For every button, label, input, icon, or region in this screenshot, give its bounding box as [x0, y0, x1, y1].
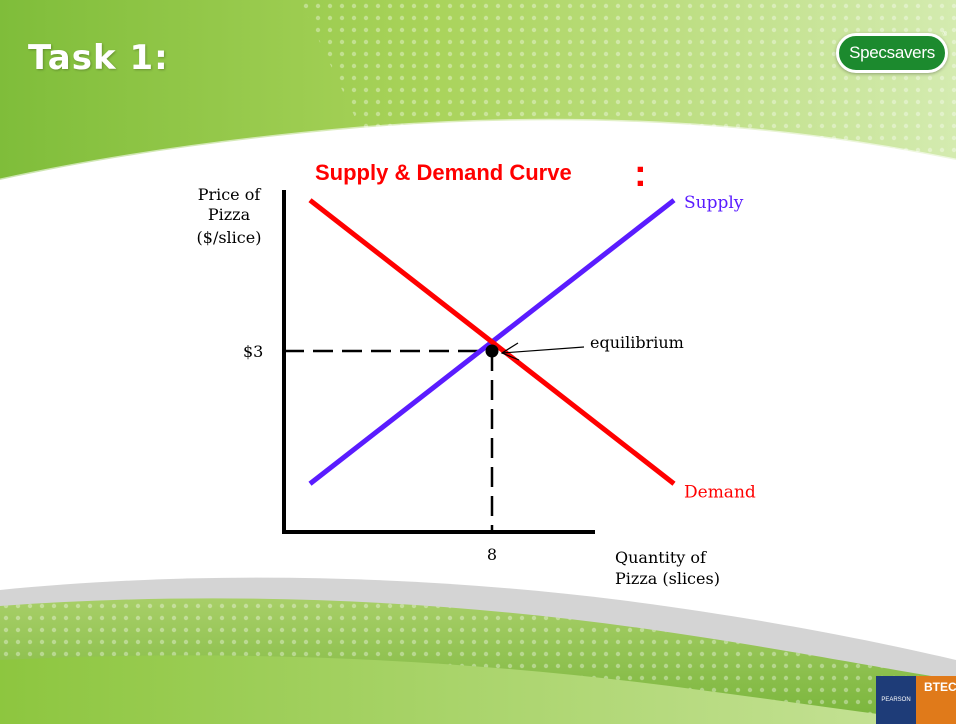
pearson-box: PEARSON — [876, 676, 916, 724]
equilibrium-label: equilibrium — [590, 333, 684, 352]
y-axis-label-line-2: Pizza — [208, 205, 251, 224]
pearson-btec-badge: PEARSON BTEC — [876, 676, 956, 724]
logo-registered-mark: ® — [942, 32, 947, 38]
specsavers-logo: Specsavers ® — [836, 32, 948, 73]
equilibrium-point — [485, 344, 499, 358]
logo-text: Specsavers — [849, 43, 935, 62]
x-tick-label: 8 — [487, 545, 497, 564]
demand-label: Demand — [684, 483, 756, 503]
chart-title-colon: : — [634, 153, 647, 195]
slide-title: Task 1: — [28, 38, 169, 78]
demand-line — [308, 198, 676, 486]
supply-label: Supply — [684, 193, 744, 213]
x-axis-label-line-1: Quantity of — [615, 548, 707, 567]
x-axis-label-line-2: Pizza (slices) — [615, 569, 720, 588]
y-axis-label-line-1: Price of — [198, 185, 262, 204]
equilibrium-arrow-head — [500, 342, 520, 361]
pearson-label: PEARSON — [881, 697, 911, 703]
btec-label: BTEC — [924, 680, 956, 694]
y-axis-label-line-3: ($/slice) — [197, 228, 262, 247]
equilibrium-arrow-shaft — [501, 346, 585, 354]
y-tick-label: $3 — [243, 342, 263, 361]
chart-title: Supply & Demand Curve — [315, 160, 572, 185]
